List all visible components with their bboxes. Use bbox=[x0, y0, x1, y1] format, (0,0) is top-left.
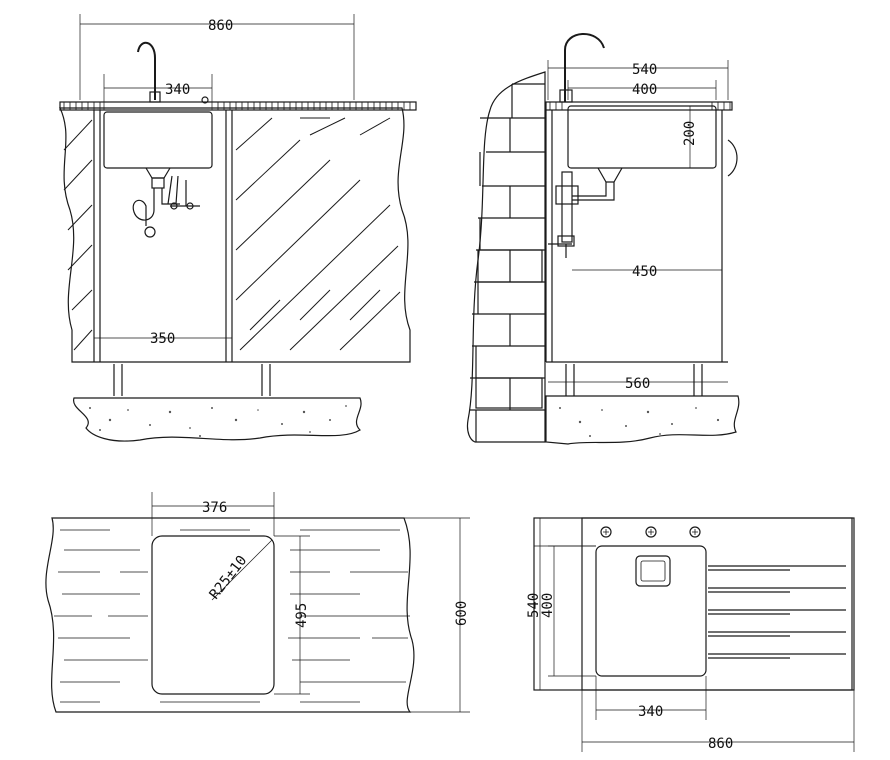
side-dim-450: 450 bbox=[572, 264, 722, 280]
cutout-dim-495: 495 bbox=[274, 535, 310, 695]
top-dim-340: 340 bbox=[595, 676, 707, 720]
cutout-dim-radius: R25±10 bbox=[207, 539, 273, 603]
side-floor-texture bbox=[559, 407, 720, 437]
front-countertop-ticks bbox=[63, 102, 411, 110]
front-control-knob bbox=[201, 96, 209, 104]
side-drain bbox=[597, 167, 623, 183]
top-view: 540 400 340 860 bbox=[526, 517, 855, 752]
front-sink-width-label: 340 bbox=[165, 82, 190, 98]
cutout-radius-label: R25±10 bbox=[207, 553, 251, 603]
cutout-countertop-outline bbox=[45, 517, 415, 713]
side-drain-pipe bbox=[572, 182, 615, 201]
front-cabinet-depth-label: 350 bbox=[150, 331, 175, 347]
top-sink-unit bbox=[581, 517, 853, 691]
front-dim-350: 350 bbox=[94, 331, 232, 347]
top-dim-860: 860 bbox=[581, 690, 855, 752]
front-floor bbox=[73, 397, 362, 442]
top-sink-depth-label: 400 bbox=[540, 593, 556, 618]
top-drain-square bbox=[635, 555, 671, 587]
side-depth-label: 540 bbox=[632, 62, 657, 78]
side-faucet-base bbox=[559, 89, 573, 103]
cutout-total-label: 600 bbox=[454, 601, 470, 626]
front-drain-trap bbox=[132, 167, 200, 238]
top-drain-inner bbox=[640, 560, 666, 582]
side-brick-courses bbox=[470, 83, 545, 442]
top-total-width-label: 860 bbox=[708, 736, 733, 752]
side-brick-wall-outline bbox=[466, 71, 546, 443]
cutout-height-label: 495 bbox=[294, 603, 310, 628]
top-dim-540: 540 bbox=[526, 518, 596, 690]
side-faucet bbox=[564, 33, 605, 102]
top-tap-holes bbox=[600, 526, 701, 538]
top-sink-bowl bbox=[595, 545, 707, 677]
top-dim-400: 400 bbox=[540, 545, 596, 677]
cutout-width-label: 376 bbox=[202, 500, 227, 516]
front-legs bbox=[113, 364, 271, 396]
side-dim-560: 560 bbox=[548, 376, 728, 392]
side-view: 540 400 200 450 560 bbox=[466, 33, 740, 445]
front-cabinet-hatch bbox=[235, 117, 401, 351]
cutout-opening bbox=[151, 535, 275, 695]
front-wall-outline bbox=[59, 107, 411, 363]
side-dim-540: 540 bbox=[547, 60, 729, 100]
front-faucet bbox=[137, 42, 156, 100]
front-wall-hatch bbox=[63, 119, 93, 351]
side-height-label: 450 bbox=[632, 264, 657, 280]
front-countertop bbox=[59, 101, 417, 111]
front-sink-bowl bbox=[103, 111, 213, 169]
side-sink-depth-label: 400 bbox=[632, 82, 657, 98]
side-sink-bowl bbox=[567, 105, 717, 169]
side-cabinet bbox=[545, 110, 728, 363]
top-depth-label: 540 bbox=[526, 593, 542, 618]
side-bowl-height-label: 200 bbox=[682, 121, 698, 146]
top-drainboard-grooves bbox=[708, 565, 846, 659]
side-dim-200: 200 bbox=[682, 106, 698, 168]
cutout-view: 376 R25±10 495 600 bbox=[45, 492, 470, 713]
side-floor bbox=[545, 395, 740, 445]
cutout-wood-grain bbox=[54, 529, 410, 703]
side-dim-400: 400 bbox=[567, 80, 717, 100]
cutout-dim-600: 600 bbox=[404, 517, 470, 713]
front-floor-texture bbox=[89, 405, 347, 437]
front-dim-860: 860 bbox=[79, 14, 355, 100]
cutout-dim-376: 376 bbox=[151, 492, 275, 536]
top-sink-width-label: 340 bbox=[638, 704, 663, 720]
side-edge-bump bbox=[727, 139, 738, 177]
front-view: 860 340 350 bbox=[59, 14, 417, 442]
side-base-label: 560 bbox=[625, 376, 650, 392]
front-width-label: 860 bbox=[208, 18, 233, 34]
front-faucet-base bbox=[149, 91, 161, 103]
side-trap-column bbox=[548, 171, 579, 258]
front-cabinet-panels bbox=[93, 110, 233, 362]
side-countertop bbox=[545, 101, 733, 111]
side-legs bbox=[565, 364, 703, 396]
front-dim-340: 340 bbox=[103, 74, 213, 110]
